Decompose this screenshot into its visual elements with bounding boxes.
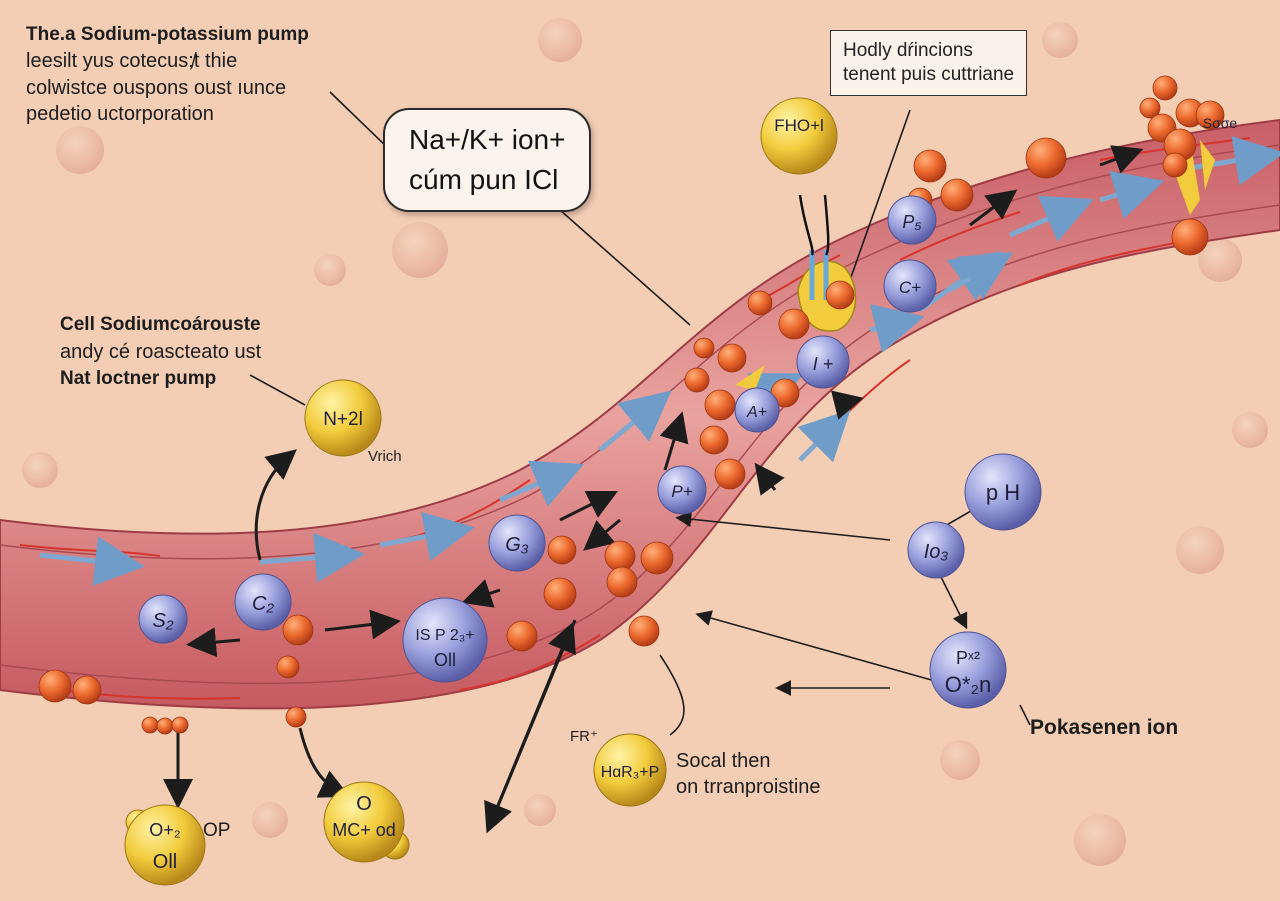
sphere-fhoi	[760, 97, 838, 175]
sphere-n21-label: N+2l	[323, 409, 363, 430]
ion-cplus	[883, 259, 937, 313]
title-line-4: pedetio uctorporation	[26, 103, 214, 125]
connector-lines	[249, 91, 1031, 736]
ion-big-center-label-1: IS P 2₃+	[415, 627, 474, 644]
left-label-line-2: andy cé roascteato ust	[60, 341, 262, 363]
ion-px2-label-2: O*₂n	[945, 672, 991, 697]
sphere-harp-label: HɑR₃+P	[601, 764, 660, 781]
pokasenen-label: Pokasenen ion	[1030, 716, 1179, 739]
note-line-2: tenent puis cuttriane	[843, 64, 1015, 85]
ion-p5	[887, 195, 937, 245]
ion-pplus	[657, 465, 707, 515]
pump-callout: Na+/K+ ion+ cúm pun ICl	[383, 108, 592, 212]
sphere-o2-label-2: Oll	[153, 851, 177, 873]
ion-g3-label: G₃	[505, 534, 529, 556]
left-label-line-3: Nat loctner pump	[60, 368, 217, 389]
sphere-mc	[323, 781, 405, 863]
ion-p5-label: P₅	[902, 212, 921, 232]
ion-io3-label: Io₃	[924, 541, 949, 563]
ion-s2-label: S₂	[153, 610, 174, 632]
diagram-title: The.a Sodium-potassium pump	[26, 24, 309, 45]
yellow-spheres	[124, 97, 838, 886]
note-box: Hodly dŕincions tenent puis cuttriane	[830, 30, 1028, 96]
ion-s2	[138, 594, 188, 644]
left-label-line-1: Cell Sodiumcoárouste	[60, 314, 261, 335]
cluster-label: Sσσe	[1203, 115, 1238, 131]
ion-px2	[929, 631, 1007, 709]
ion-io3	[907, 521, 965, 579]
ion-iplus	[796, 335, 850, 389]
sphere-harp	[593, 733, 667, 807]
ion-c2	[234, 573, 292, 631]
note-line-1: Hodly dŕincions	[843, 40, 973, 61]
ion-px2-label-1: Pˣ²	[956, 648, 980, 668]
ion-spheres	[138, 195, 1042, 709]
transport-arrows	[163, 145, 1144, 834]
title-line-3: colwistce ouspons oust ıunce	[26, 77, 287, 99]
socal-line-2: on trranproistine	[676, 776, 821, 798]
ion-aplus-label: A+	[746, 404, 767, 421]
ion-cplus-label: C+	[899, 278, 921, 297]
ion-aplus	[734, 387, 780, 433]
ion-pplus-label: P+	[671, 482, 692, 501]
sphere-o2-label-1: O+₂	[149, 820, 181, 840]
sphere-mc-label-2: MC+ od	[332, 820, 396, 840]
ion-ph-label: p H	[986, 480, 1020, 505]
ion-big-center-label-2: Oll	[434, 650, 456, 670]
socal-line-1: Socal then	[676, 750, 771, 772]
sodium-particles	[38, 75, 1225, 735]
ion-ph	[964, 453, 1042, 531]
pump-callout-line-1: Na+/K+ ion+	[409, 124, 566, 155]
background-cells	[22, 18, 1268, 866]
fr-label: FR⁺	[570, 728, 598, 745]
sphere-o2	[124, 804, 206, 886]
sphere-fhoi-label: FHO+l	[774, 116, 824, 135]
pump-callout-line-2: cúm pun ICl	[409, 164, 559, 195]
title-line-2: leesilt yus cotecus;̸t thie	[26, 50, 238, 72]
vrich-label: Vrich	[368, 448, 402, 465]
ion-c2-label: C₂	[252, 593, 274, 615]
sphere-n21	[304, 379, 382, 457]
ion-big-center	[402, 597, 488, 683]
ion-labels: S₂ C₂ G₃ IS P 2₃+ Oll P+ A+ I + C+ P₅ p …	[149, 115, 1237, 873]
ion-g3	[488, 514, 546, 572]
op-label: OP	[203, 820, 231, 841]
ion-iplus-label: I +	[813, 354, 834, 374]
sphere-mc-label-1: O	[356, 793, 372, 815]
